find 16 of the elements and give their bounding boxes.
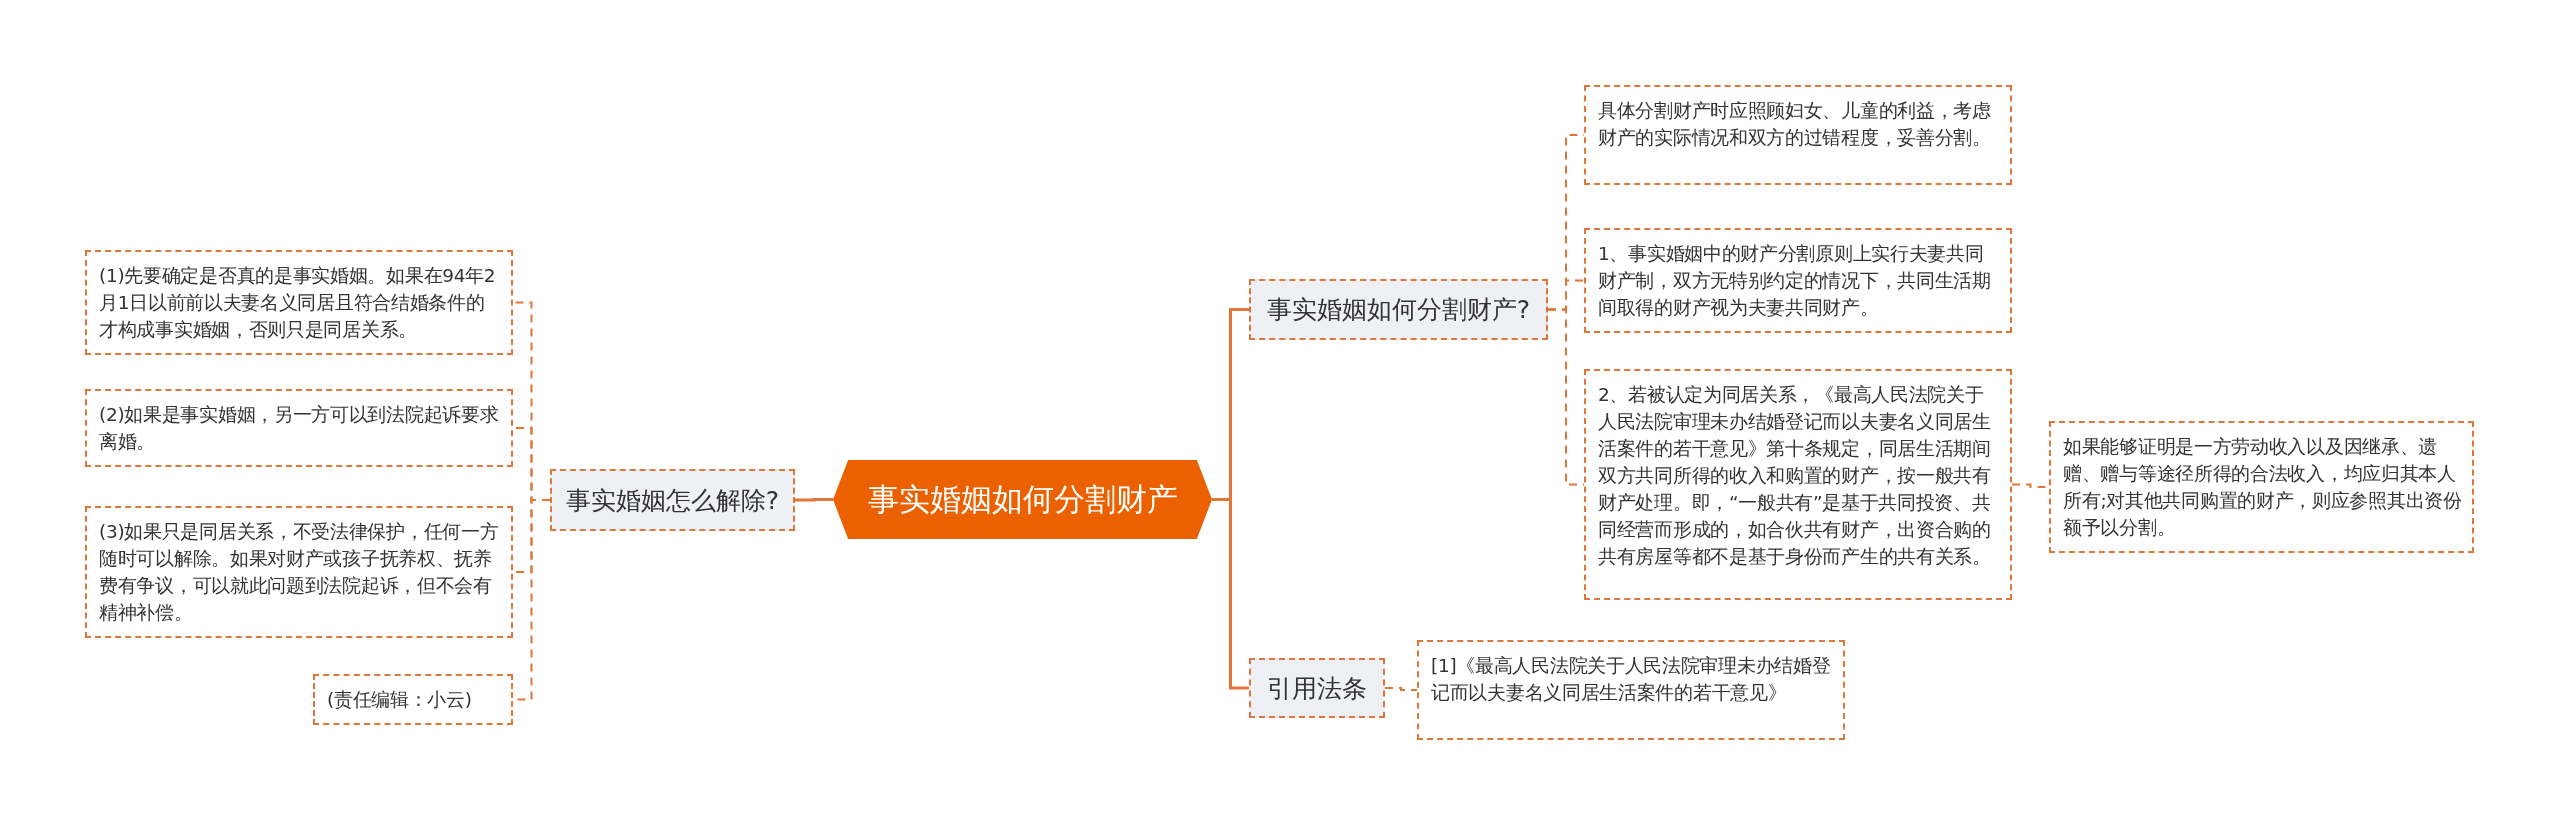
- text-box: (责任编辑：小云): [313, 674, 513, 725]
- text-box: 2、若被认定为同居关系，《最高人民法院关于人民法院审理未办结婚登记而以夫妻名义同居生活案件的若干意见》第十条规定，同居生活期间双方共同所得的收入和购置的财产，按一般共有财产处理。即，“一般共有”是基于共同投资、共同经营而形成的，如合伙共有财产，出资合购的共有房屋等都不是基于身份而产生的共有关系。: [1584, 369, 2012, 600]
- topic-box: 事实婚姻如何分割财产?: [1249, 279, 1548, 340]
- text-box: (1)先要确定是否真的是事实婚姻。如果在94年2月1日以前前以夫妻名义同居且符合结婚条件的才构成事实婚姻，否则只是同居关系。: [85, 250, 513, 355]
- text-box: (3)如果只是同居关系，不受法律保护，任何一方随时可以解除。如果对财产或孩子抚养权、抚养费有争议，可以就此问题到法院起诉，但不会有精神补偿。: [85, 506, 513, 638]
- text-box: 1、事实婚姻中的财产分割原则上实行夫妻共同财产制，双方无特别约定的情况下，共同生活期间取得的财产视为夫妻共同财产。: [1584, 228, 2012, 333]
- text-box: [1]《最高人民法院关于人民法院审理未办结婚登记而以夫妻名义同居生活案件的若干意见》: [1417, 640, 1845, 740]
- topic-box: 事实婚姻怎么解除?: [550, 469, 795, 531]
- text-box: (2)如果是事实婚姻，另一方可以到法院起诉要求离婚。: [85, 389, 513, 467]
- connector-line: [1212, 498, 1249, 690]
- connector-line: [795, 498, 833, 502]
- text-box: 具体分割财产时应照顾妇女、儿童的利益，考虑财产的实际情况和双方的过错程度，妥善分割。: [1584, 85, 2012, 185]
- central-topic: 事实婚姻如何分割财产: [833, 460, 1212, 539]
- text-box: 如果能够证明是一方劳动收入以及因继承、遗赠、赠与等途径所得的合法收入，均应归其本人所有;对其他共同购置的财产，则应参照其出资份额予以分割。: [2049, 421, 2474, 553]
- connector-line: [1384, 687, 1418, 691]
- topic-box: 引用法条: [1249, 658, 1385, 718]
